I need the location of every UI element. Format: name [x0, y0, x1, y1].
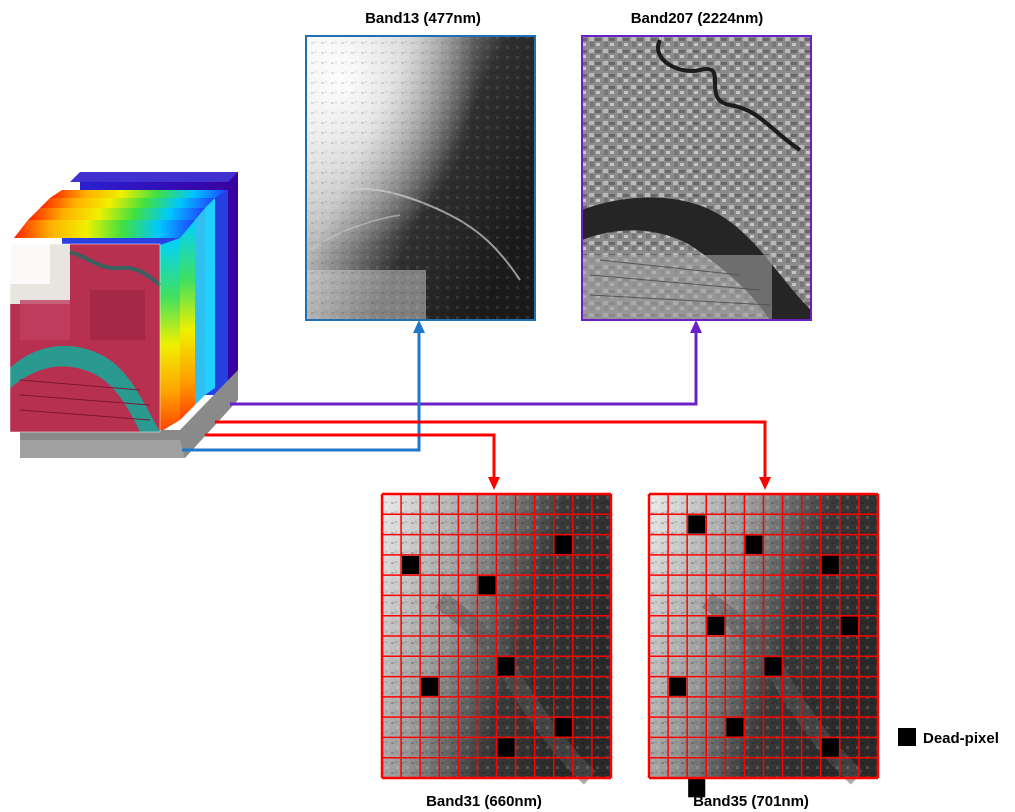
connector-band31: [205, 433, 496, 480]
dead-pixel: [707, 616, 725, 635]
hyperspectral-cube: [9, 172, 238, 458]
dead-pixel: [764, 657, 782, 676]
dead-pixel: [554, 535, 572, 554]
connector-band207: [230, 330, 698, 406]
dead-pixel-label: Dead-pixel: [923, 730, 999, 747]
band31-grid: [380, 492, 613, 780]
band207-panel: Band207 (2224nm): [581, 10, 812, 321]
band13-title: Band13 (477nm): [365, 10, 481, 27]
dead-pixel: [821, 738, 839, 757]
dead-pixel: [688, 515, 706, 534]
connector-band13: [182, 330, 421, 452]
band35-dead-pixels: [669, 515, 858, 798]
band13-panel: Band13 (477nm): [305, 10, 536, 321]
band207-frame: [581, 35, 812, 321]
dead-pixel: [745, 535, 763, 554]
band35-panel: Band35 (701nm): [647, 492, 880, 810]
band31-title: Band31 (660nm): [426, 793, 542, 810]
dead-pixel: [497, 657, 515, 676]
connector-lines: [182, 320, 771, 490]
dead-pixel: [478, 576, 496, 595]
legend: Dead-pixel: [898, 728, 999, 747]
band35-title: Band35 (701nm): [693, 793, 809, 810]
band35-grid: [647, 492, 880, 780]
dead-pixel: [669, 677, 687, 696]
dead-pixel: [554, 718, 572, 737]
dead-pixel: [497, 738, 515, 757]
band13-frame: [305, 35, 536, 321]
dead-pixel-swatch: [898, 728, 916, 746]
dead-pixel: [421, 677, 439, 696]
band31-dead-pixels: [402, 535, 572, 757]
dead-pixel: [840, 616, 858, 635]
band31-panel: Band31 (660nm): [380, 492, 613, 810]
dead-pixel: [402, 555, 420, 575]
dead-pixel: [688, 779, 706, 798]
dead-pixel: [821, 555, 839, 575]
dead-pixel: [726, 718, 744, 737]
band207-title: Band207 (2224nm): [631, 10, 764, 27]
connector-band35: [215, 420, 767, 480]
